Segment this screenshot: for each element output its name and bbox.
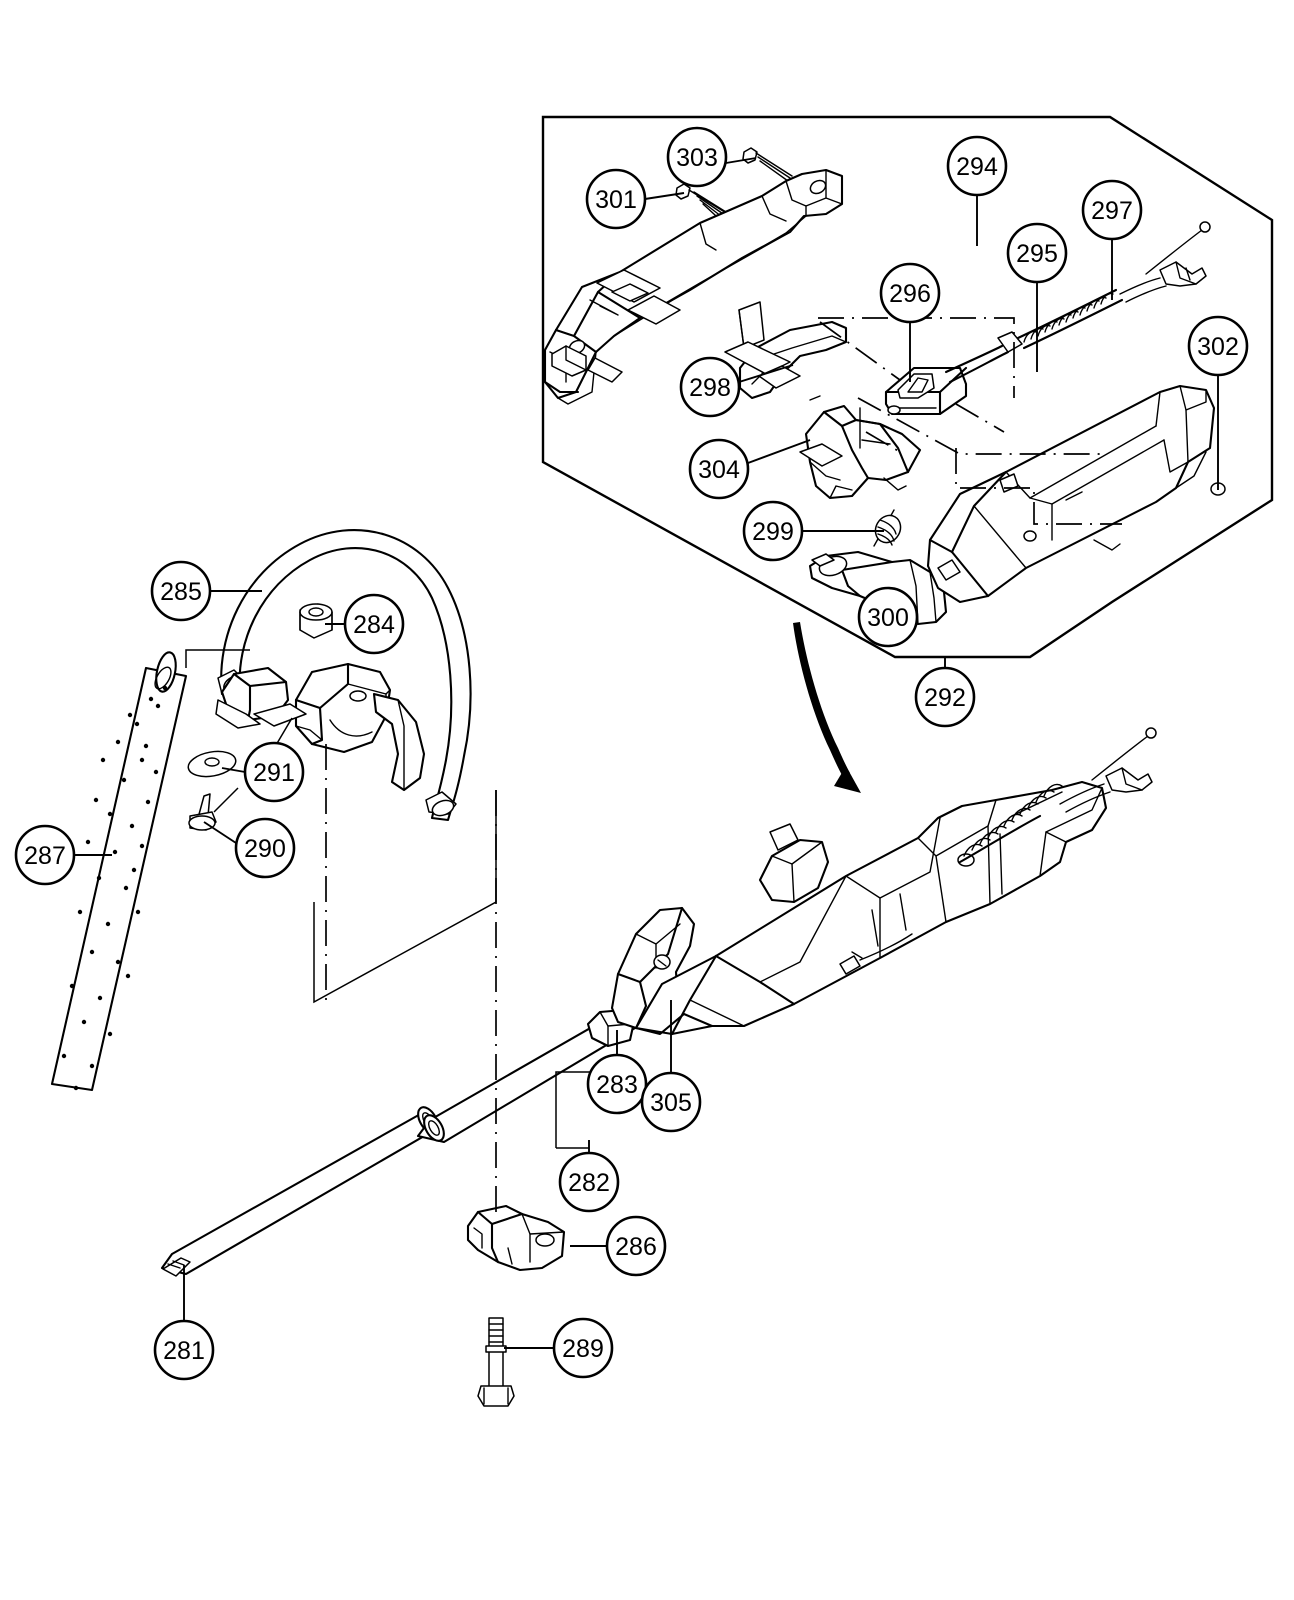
part-298-upper-column-housing [543, 168, 844, 405]
callout-balloon-283[interactable]: 283 [586, 1053, 648, 1115]
callout-leader-line-304 [747, 439, 811, 464]
panel-construction-lines [809, 317, 1122, 525]
part-290-mounting-screw [188, 793, 217, 831]
part-284-clamp-arm [372, 692, 426, 792]
callout-label-290: 290 [244, 835, 286, 863]
callout-circle-298[interactable] [679, 356, 741, 418]
callout-label-292: 292 [924, 684, 966, 712]
callout-leader-line-303 [725, 157, 757, 164]
callout-label-284: 284 [353, 611, 395, 639]
callout-circle-286[interactable] [605, 1215, 667, 1277]
callout-label-283: 283 [596, 1071, 638, 1099]
part-287-steering-shaft-upper [50, 651, 188, 1092]
callout-balloon-300[interactable]: 300 [857, 586, 919, 648]
callout-balloon-281[interactable]: 281 [153, 1319, 215, 1381]
callout-balloon-303[interactable]: 303 [666, 126, 728, 188]
callout-label-294: 294 [956, 153, 998, 181]
callout-circle-287[interactable] [14, 824, 76, 886]
callout-circle-297[interactable] [1081, 179, 1143, 241]
part-286-clamp-bracket [466, 1204, 566, 1272]
part-289-pinch-bolt [477, 1317, 515, 1407]
callout-circle-289[interactable] [552, 1317, 614, 1379]
callout-label-295: 295 [1016, 240, 1058, 268]
callout-label-286: 286 [615, 1233, 657, 1261]
callout-label-305: 305 [650, 1089, 692, 1117]
reference-arrow-icon [793, 622, 861, 793]
callout-circle-282[interactable] [558, 1151, 620, 1213]
part-284-clamp-jaw [215, 666, 307, 729]
callout-circle-292[interactable] [914, 666, 976, 728]
callout-label-296: 296 [889, 280, 931, 308]
callout-label-299: 299 [752, 518, 794, 546]
callout-balloon-286[interactable]: 286 [605, 1215, 667, 1277]
part-295-297-wiring-harness [944, 221, 1211, 384]
callout-circle-294[interactable] [946, 135, 1008, 197]
part-281-lower-steering-shaft [160, 1106, 440, 1277]
callout-circle-303[interactable] [666, 126, 728, 188]
callout-balloon-299[interactable]: 299 [742, 500, 804, 562]
callout-label-303: 303 [676, 144, 718, 172]
callout-circle-296[interactable] [879, 262, 941, 324]
part-284-lock-nut [299, 603, 333, 639]
callout-label-281: 281 [163, 1337, 205, 1365]
callout-circle-283[interactable] [586, 1053, 648, 1115]
callout-balloon-294[interactable]: 294 [946, 135, 1008, 197]
part-292-steering-column-assembly [634, 727, 1157, 1036]
callout-circle-301[interactable] [585, 168, 647, 230]
part-298-release-lever [724, 301, 848, 400]
callout-balloon-297[interactable]: 297 [1081, 179, 1143, 241]
part-299-spring-bushing [873, 509, 902, 547]
callout-circle-305[interactable] [640, 1071, 702, 1133]
callout-circle-304[interactable] [688, 438, 750, 500]
callout-balloon-301[interactable]: 301 [585, 168, 647, 230]
callout-circle-291[interactable] [243, 741, 305, 803]
callout-label-300: 300 [867, 604, 909, 632]
callout-balloon-296[interactable]: 296 [879, 262, 941, 324]
callout-circle-295[interactable] [1006, 222, 1068, 284]
callout-circle-299[interactable] [742, 500, 804, 562]
callout-balloon-305[interactable]: 305 [640, 1071, 702, 1133]
part-302-column-jacket [926, 384, 1226, 604]
callout-balloon-295[interactable]: 295 [1006, 222, 1068, 284]
alignment-construction-lines [185, 649, 628, 1216]
callout-label-282: 282 [568, 1169, 610, 1197]
callout-circle-285[interactable] [150, 560, 212, 622]
callout-balloon-289[interactable]: 289 [552, 1317, 614, 1379]
callout-circle-281[interactable] [153, 1319, 215, 1381]
callout-leader-line-298 [738, 364, 794, 383]
callout-label-301: 301 [595, 186, 637, 214]
callout-circle-284[interactable] [343, 593, 405, 655]
detail-callout-panel [541, 115, 1274, 659]
callout-label-302: 302 [1197, 333, 1239, 361]
callout-balloon-284[interactable]: 284 [343, 593, 405, 655]
callout-balloon-302[interactable]: 302 [1187, 315, 1249, 377]
callout-leader-line-301 [644, 192, 685, 200]
callout-label-289: 289 [562, 1335, 604, 1363]
callout-label-285: 285 [160, 578, 202, 606]
callout-label-298: 298 [689, 374, 731, 402]
callout-balloon-292[interactable]: 292 [914, 666, 976, 728]
callout-label-287: 287 [24, 842, 66, 870]
callout-balloon-290[interactable]: 290 [234, 817, 296, 879]
callout-circle-290[interactable] [234, 817, 296, 879]
callout-label-291: 291 [253, 759, 295, 787]
callout-circle-300[interactable] [857, 586, 919, 648]
callout-balloon-304[interactable]: 304 [688, 438, 750, 500]
callout-balloon-291[interactable]: 291 [243, 741, 305, 803]
callout-balloon-298[interactable]: 298 [679, 356, 741, 418]
callout-label-297: 297 [1091, 197, 1133, 225]
callout-label-304: 304 [698, 456, 740, 484]
callout-leader-line-290 [203, 821, 237, 844]
callout-balloon-285[interactable]: 285 [150, 560, 212, 622]
part-296-switch-module [884, 366, 968, 416]
callout-leader-line-291 [221, 767, 246, 773]
callout-balloon-282[interactable]: 282 [558, 1151, 620, 1213]
part-304-tilt-lever-bracket [799, 404, 922, 500]
callout-balloon-287[interactable]: 287 [14, 824, 76, 886]
part-303-bolt [742, 147, 793, 182]
callout-circle-302[interactable] [1187, 315, 1249, 377]
part-291-washer [187, 750, 237, 778]
